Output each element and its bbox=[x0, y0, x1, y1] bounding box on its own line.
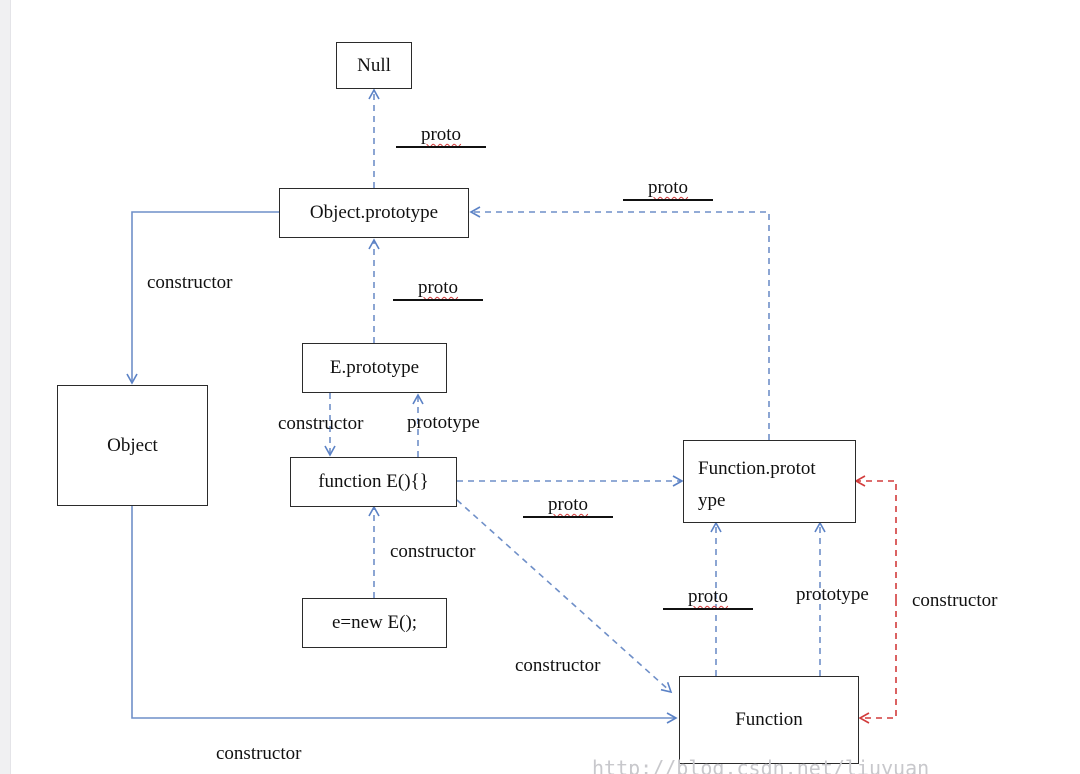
arrow-funcproto-to-objproto bbox=[469, 206, 770, 440]
node-null-label: Null bbox=[357, 54, 391, 76]
node-function-e-label: function E(){} bbox=[318, 471, 429, 492]
node-e-prototype: E.prototype bbox=[302, 343, 447, 393]
label-proto-text: proto bbox=[547, 494, 589, 515]
node-e-prototype-label: E.prototype bbox=[329, 357, 420, 378]
label-constructor-eproto-funce: constructor bbox=[278, 413, 364, 434]
node-object-prototype-label: Object.prototype bbox=[309, 202, 439, 223]
arrow-red-to-function bbox=[858, 600, 897, 724]
node-function: Function bbox=[679, 676, 859, 764]
node-function-label: Function bbox=[735, 709, 803, 730]
arrow-funce-constructor-to-function bbox=[456, 499, 673, 694]
node-null: Null bbox=[336, 42, 412, 89]
node-function-prototype-line2: ype bbox=[698, 490, 726, 511]
label-proto-function-funcproto: proto bbox=[663, 586, 753, 610]
node-function-prototype: Function.protot ype bbox=[683, 440, 856, 523]
label-constructor-funce-function: constructor bbox=[515, 655, 601, 676]
node-object-label: Object bbox=[107, 434, 158, 456]
node-function-e: function E(){} bbox=[290, 457, 457, 507]
node-e-new-label: e=new E(); bbox=[331, 612, 418, 633]
label-proto-objproto-null: proto bbox=[396, 124, 486, 148]
label-constructor-enew-funce: constructor bbox=[390, 541, 476, 562]
arrow-red-to-funcproto bbox=[854, 475, 897, 600]
left-scroll-strip bbox=[0, 0, 11, 774]
label-prototype-funce-eproto: prototype bbox=[407, 412, 480, 433]
node-e-new: e=new E(); bbox=[302, 598, 447, 648]
label-prototype-function-funcproto: prototype bbox=[796, 584, 869, 605]
label-proto-text: proto bbox=[647, 177, 689, 198]
label-proto-text: proto bbox=[687, 586, 729, 607]
arrow-object-constructor-to-function bbox=[131, 506, 678, 724]
node-function-prototype-line1: Function.protot bbox=[698, 458, 816, 479]
node-object-prototype: Object.prototype bbox=[279, 188, 469, 238]
arrow-objproto-constructor-to-object bbox=[126, 211, 279, 385]
label-proto-text: proto bbox=[417, 277, 459, 298]
watermark: http://blog.csdn.net/liuyuan bbox=[592, 756, 930, 774]
label-constructor-objproto-object: constructor bbox=[147, 272, 233, 293]
label-constructor-object-function: constructor bbox=[216, 743, 302, 764]
label-proto-funce-funcproto: proto bbox=[523, 494, 613, 518]
node-object: Object bbox=[57, 385, 208, 506]
label-constructor-red-loop: constructor bbox=[912, 590, 998, 611]
label-proto-eproto-objproto: proto bbox=[393, 277, 483, 301]
label-proto-text: proto bbox=[420, 124, 462, 145]
label-proto-funcproto-objproto: proto bbox=[623, 177, 713, 201]
